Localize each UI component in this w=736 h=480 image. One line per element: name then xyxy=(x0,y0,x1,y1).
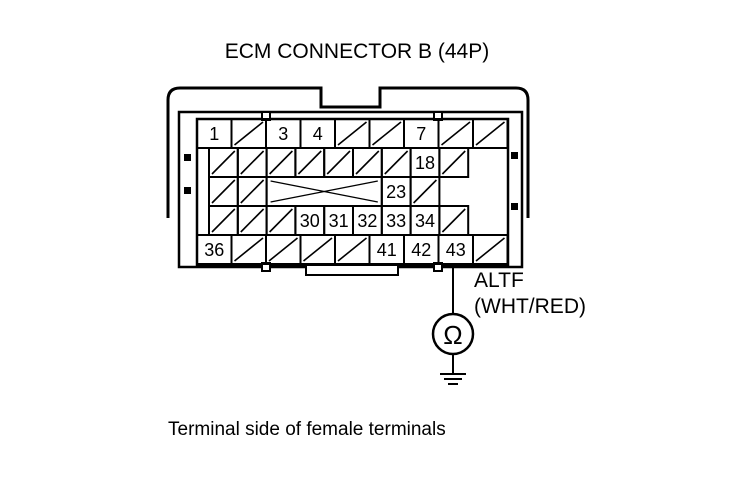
empty-terminal-slash xyxy=(211,208,236,233)
empty-terminal-slash xyxy=(326,150,351,175)
terminal-number-23: 23 xyxy=(386,182,406,202)
empty-terminal-slash xyxy=(233,237,264,262)
connector-key xyxy=(305,264,399,276)
empty-terminal-cell xyxy=(472,118,509,149)
terminal-number-36: 36 xyxy=(204,240,224,260)
empty-terminal-slash xyxy=(240,150,265,175)
empty-terminal-slash xyxy=(475,237,506,262)
terminal-number-31: 31 xyxy=(329,211,349,231)
empty-terminal-slash xyxy=(211,150,236,175)
empty-terminal-slash xyxy=(268,237,299,262)
terminal-number-33: 33 xyxy=(386,211,406,231)
connector-housing-outline xyxy=(166,86,530,218)
terminal-number-30: 30 xyxy=(300,211,320,231)
empty-terminal-slash xyxy=(297,150,322,175)
terminal-number-1: 1 xyxy=(209,124,219,144)
side-mark xyxy=(511,152,518,159)
empty-terminal-slash xyxy=(269,208,293,233)
diagram-caption: Terminal side of female terminals xyxy=(168,419,446,440)
terminal-number-32: 32 xyxy=(357,211,377,231)
empty-terminal-slash xyxy=(302,237,333,262)
side-mark xyxy=(184,187,191,194)
wire-signal-label: ALTF xyxy=(474,269,524,292)
empty-terminal-slash xyxy=(211,179,236,204)
empty-terminal-slash xyxy=(371,121,402,146)
empty-terminal-slash xyxy=(337,121,368,146)
terminal-number-7: 7 xyxy=(416,124,426,144)
empty-terminal-slash xyxy=(240,179,265,204)
terminal-number-18: 18 xyxy=(415,153,435,173)
empty-terminal-slash xyxy=(475,121,506,146)
empty-terminal-slash xyxy=(355,150,380,175)
empty-terminal-slash xyxy=(384,150,409,175)
empty-terminal-slash xyxy=(233,121,264,146)
empty-terminal-slash xyxy=(441,208,466,233)
side-mark xyxy=(184,154,191,161)
empty-terminal-slash xyxy=(441,150,466,175)
terminal-number-34: 34 xyxy=(415,211,435,231)
empty-terminal-slash xyxy=(240,208,265,233)
ohm-icon: Ω xyxy=(443,320,462,350)
empty-terminal-slash xyxy=(440,121,471,146)
terminal-number-4: 4 xyxy=(313,124,323,144)
empty-terminal-cell xyxy=(438,147,470,178)
unused-cavity-cross xyxy=(270,180,378,203)
diagram-title: ECM CONNECTOR B (44P) xyxy=(225,40,489,63)
wire-color-label: (WHT/RED) xyxy=(474,295,586,318)
terminal-number-43: 43 xyxy=(446,240,466,260)
empty-terminal-slash xyxy=(337,237,368,262)
empty-terminal-slash xyxy=(413,179,437,204)
empty-terminal-slash xyxy=(269,150,293,175)
terminal-number-3: 3 xyxy=(278,124,288,144)
empty-terminal-cell xyxy=(472,234,509,265)
terminal-number-42: 42 xyxy=(411,240,431,260)
terminal-number-41: 41 xyxy=(377,240,397,260)
side-mark xyxy=(511,203,518,210)
